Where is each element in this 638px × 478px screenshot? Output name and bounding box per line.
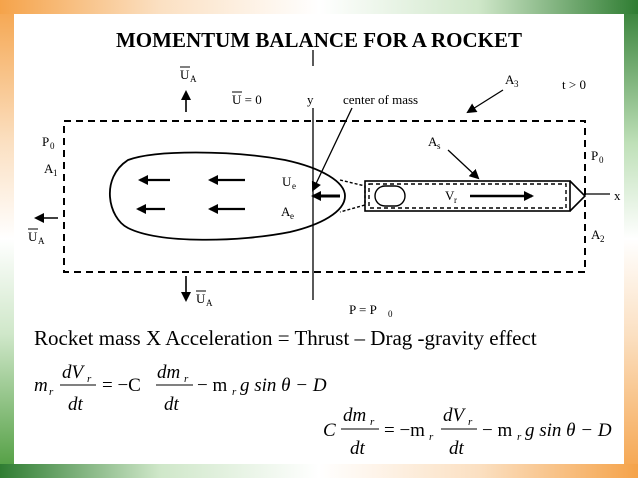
svg-text:= −m: = −m [384,420,425,441]
svg-text:r: r [184,373,189,385]
svg-text:dm: dm [343,405,366,426]
label-ua-top: U A [180,66,197,84]
label-p0-left: P 0 [42,134,55,151]
svg-text:r: r [370,416,375,428]
label-a2: A 2 [591,227,605,244]
svg-text:dt: dt [164,394,180,415]
left-decoration-bar [0,0,14,478]
svg-text:A: A [591,227,601,242]
label-ua-left: U A [28,228,45,246]
label-x-axis: x [614,188,621,203]
svg-text:U: U [196,291,206,306]
svg-text:dV: dV [443,405,467,426]
label-ue: U e [282,174,296,191]
svg-text:P: P [42,134,49,149]
equation-2: C dm r dt = −m r dV r dt − m r g sin θ −… [323,405,612,459]
svg-text:dt: dt [68,394,84,415]
label-as: A s [428,134,441,151]
equation-1: m r dV r dt = −C dm r dt − m r g sin θ −… [34,362,327,415]
svg-text:dm: dm [157,362,180,383]
label-vr: V r [445,188,457,205]
svg-text:U: U [282,174,292,189]
svg-text:3: 3 [514,79,519,89]
plume-flow-arrows [136,175,340,214]
top-decoration-bar [0,0,638,14]
label-a3: A 3 [505,72,519,89]
svg-text:P: P [591,148,598,163]
svg-text:P = P: P = P [349,302,377,317]
as-pointer [447,149,480,180]
svg-text:U: U [180,67,190,82]
svg-text:dt: dt [449,438,465,459]
slide-title: MOMENTUM BALANCE FOR A ROCKET [115,28,522,52]
equation-text: Rocket mass X Acceleration = Thrust – Dr… [34,326,537,350]
svg-text:r: r [517,431,522,443]
svg-text:0: 0 [599,155,604,165]
svg-text:e: e [292,181,296,191]
svg-text:= −C: = −C [102,375,141,396]
rocket-body [364,180,587,212]
a3-pointer [466,89,504,114]
rocket-payload [374,185,406,207]
label-p0-right: P 0 [591,148,604,165]
svg-text:0: 0 [388,309,393,319]
svg-text:A: A [206,298,213,308]
svg-text:A: A [505,72,515,87]
svg-text:dt: dt [350,438,366,459]
svg-text:r: r [232,386,237,398]
svg-text:m: m [34,375,48,396]
svg-text:g sin θ − D: g sin θ − D [240,375,327,396]
label-y-axis: y [307,92,314,107]
svg-text:r: r [87,373,92,385]
slide-canvas [14,14,624,464]
svg-text:A: A [281,204,291,219]
center-of-mass-pointer [311,107,353,192]
svg-text:s: s [437,141,441,151]
svg-text:A: A [44,161,54,176]
svg-text:r: r [468,416,473,428]
svg-text:− m: − m [197,375,227,396]
svg-text:0: 0 [50,141,55,151]
rocket-nozzle [339,179,366,213]
label-a1: A 1 [44,161,58,178]
right-decoration-bar [624,0,638,478]
label-ae: A e [281,204,294,221]
label-center-of-mass: center of mass [343,92,418,107]
svg-text:A: A [428,134,438,149]
svg-text:U = 0: U = 0 [232,92,262,107]
svg-text:A: A [190,74,197,84]
svg-text:2: 2 [600,234,605,244]
svg-text:1: 1 [53,168,58,178]
svg-text:g sin θ − D: g sin θ − D [525,420,612,441]
svg-text:U: U [28,229,38,244]
svg-text:− m: − m [482,420,512,441]
svg-text:A: A [38,236,45,246]
svg-text:r: r [49,386,54,398]
svg-text:dV: dV [62,362,86,383]
label-u-zero: U = 0 [232,91,262,107]
label-ua-bottom: U A [196,290,213,308]
svg-text:V: V [445,188,455,203]
label-p-equals-p0: P = P 0 [349,302,393,319]
svg-text:r: r [454,195,457,205]
svg-text:e: e [290,211,294,221]
exhaust-plume [109,151,346,241]
svg-text:r: r [429,431,434,443]
label-time: t > 0 [562,77,586,92]
svg-text:C: C [323,420,336,441]
